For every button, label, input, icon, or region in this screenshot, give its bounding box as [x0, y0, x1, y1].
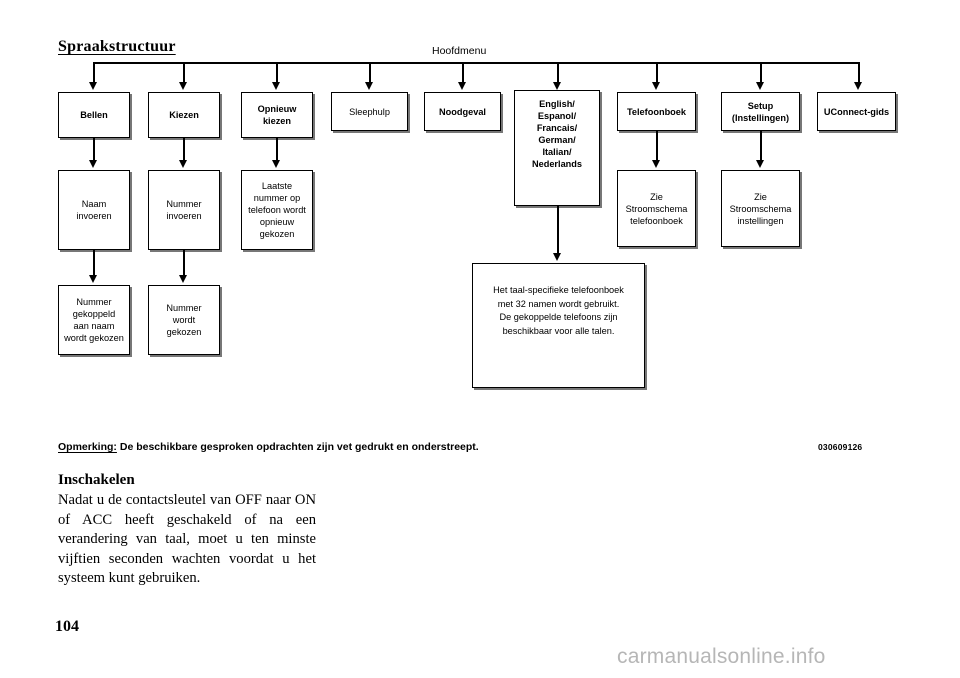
arrow-setup — [756, 82, 765, 90]
node-language-note-text: Het taal-specifieke telefoonboek met 32 … — [493, 285, 624, 336]
node-noodgeval[interactable]: Noodgeval — [424, 92, 501, 131]
node-uconnect-gids-label: UConnect-gids — [823, 106, 890, 117]
arrow-telefoonboek — [652, 82, 661, 90]
watermark: carmanualsonline.info — [617, 645, 826, 668]
link-kiezen-nummer — [183, 138, 185, 162]
link-naam-nummergekoppeld — [93, 250, 95, 277]
node-talen[interactable]: English/ Espanol/ Francais/ German/ Ital… — [514, 90, 600, 206]
node-bellen[interactable]: Bellen — [58, 92, 130, 138]
arrow-nummer-gekoppeld — [89, 275, 98, 283]
arrow-sleephulp — [365, 82, 374, 90]
figure-note-label: Opmerking: — [58, 441, 117, 453]
bus-drop-opnieuw — [276, 62, 278, 84]
link-talen-note — [557, 206, 559, 255]
arrow-naam-invoeren — [89, 160, 98, 168]
node-nummer-invoeren-label: Nummer invoeren — [166, 199, 202, 221]
section-heading: Inschakelen — [58, 472, 135, 488]
node-telefoonboek[interactable]: Telefoonboek — [617, 92, 696, 131]
node-nummer-invoeren[interactable]: Nummer invoeren — [148, 170, 220, 250]
figure-number: 030609126 — [818, 442, 863, 452]
node-naam-invoeren-label: Naam invoeren — [76, 199, 112, 221]
node-naam-invoeren[interactable]: Naam invoeren — [58, 170, 130, 250]
arrow-kiezen — [179, 82, 188, 90]
node-nummer-gekoppeld[interactable]: Nummer gekoppeld aan naam wordt gekozen — [58, 285, 130, 355]
node-laatste-nummer-label: Laatste nummer op telefoon wordt opnieuw… — [248, 181, 306, 239]
node-opnieuw-kiezen-label: Opnieuw kiezen — [257, 104, 297, 126]
node-talen-label: English/ Espanol/ Francais/ German/ Ital… — [531, 99, 583, 169]
arrow-noodgeval — [458, 82, 467, 90]
link-telefoonboek-stroomschema — [656, 131, 658, 162]
figure-note: Opmerking: De beschikbare gesproken opdr… — [58, 441, 479, 453]
node-setup[interactable]: Setup (Instellingen) — [721, 92, 800, 131]
bus-drop-talen — [557, 62, 559, 84]
bus-drop-kiezen — [183, 62, 185, 84]
node-zie-stroomschema-telefoonboek[interactable]: Zie Stroomschema telefoonboek — [617, 170, 696, 247]
node-sleephulp-label: Sleephulp — [349, 106, 390, 117]
arrow-bellen — [89, 82, 98, 90]
node-uconnect-gids[interactable]: UConnect-gids — [817, 92, 896, 131]
link-bellen-naam — [93, 138, 95, 162]
node-nummer-wordt-gekozen-label: Nummer wordt gekozen — [166, 303, 202, 337]
arrow-talen — [553, 82, 562, 90]
figure-note-text: De beschikbare gesproken opdrachten zijn… — [116, 441, 479, 453]
arrow-language-note — [553, 253, 562, 261]
page-title: Spraakstructuur — [58, 38, 176, 55]
arrow-opnieuw — [272, 82, 281, 90]
bus-drop-bellen — [93, 62, 95, 84]
node-kiezen-label: Kiezen — [169, 110, 199, 120]
arrow-stroomschema-instellingen — [756, 160, 765, 168]
bus-horizontal — [94, 62, 860, 64]
node-language-note[interactable]: Het taal-specifieke telefoonboek met 32 … — [472, 263, 645, 388]
link-setup-stroomschema — [760, 131, 762, 162]
arrow-uconnect — [854, 82, 863, 90]
bus-drop-sleephulp — [369, 62, 371, 84]
node-nummer-wordt-gekozen[interactable]: Nummer wordt gekozen — [148, 285, 220, 355]
node-setup-label: Setup (Instellingen) — [731, 100, 790, 123]
node-zie-stroomschema-instellingen-label: Zie Stroomschema instellingen — [729, 191, 792, 226]
node-laatste-nummer[interactable]: Laatste nummer op telefoon wordt opnieuw… — [241, 170, 313, 250]
link-nummer-wordtgekozen — [183, 250, 185, 277]
bus-drop-telefoonboek — [656, 62, 658, 84]
node-noodgeval-label: Noodgeval — [439, 106, 486, 117]
node-telefoonboek-label: Telefoonboek — [626, 106, 687, 117]
section-paragraph: Nadat u de contactsleutel van OFF naar O… — [58, 492, 316, 587]
node-nummer-gekoppeld-label: Nummer gekoppeld aan naam wordt gekozen — [64, 297, 124, 343]
root-node-label: Hoofdmenu — [432, 45, 487, 57]
node-kiezen[interactable]: Kiezen — [148, 92, 220, 138]
arrow-stroomschema-telefoonboek — [652, 160, 661, 168]
node-sleephulp[interactable]: Sleephulp — [331, 92, 408, 131]
bus-drop-uconnect — [858, 62, 860, 84]
bus-drop-setup — [760, 62, 762, 84]
arrow-nummer-invoeren — [179, 160, 188, 168]
node-opnieuw-kiezen[interactable]: Opnieuw kiezen — [241, 92, 313, 138]
link-opnieuw-laatste — [276, 138, 278, 162]
body-column: Inschakelen Nadat u de contactsleutel va… — [58, 470, 316, 589]
bus-drop-noodgeval — [462, 62, 464, 84]
node-zie-stroomschema-telefoonboek-label: Zie Stroomschema telefoonboek — [625, 191, 688, 226]
node-bellen-label: Bellen — [80, 110, 108, 120]
page-number: 104 — [55, 618, 79, 635]
arrow-nummer-wordt-gekozen — [179, 275, 188, 283]
arrow-laatste-nummer — [272, 160, 281, 168]
node-zie-stroomschema-instellingen[interactable]: Zie Stroomschema instellingen — [721, 170, 800, 247]
